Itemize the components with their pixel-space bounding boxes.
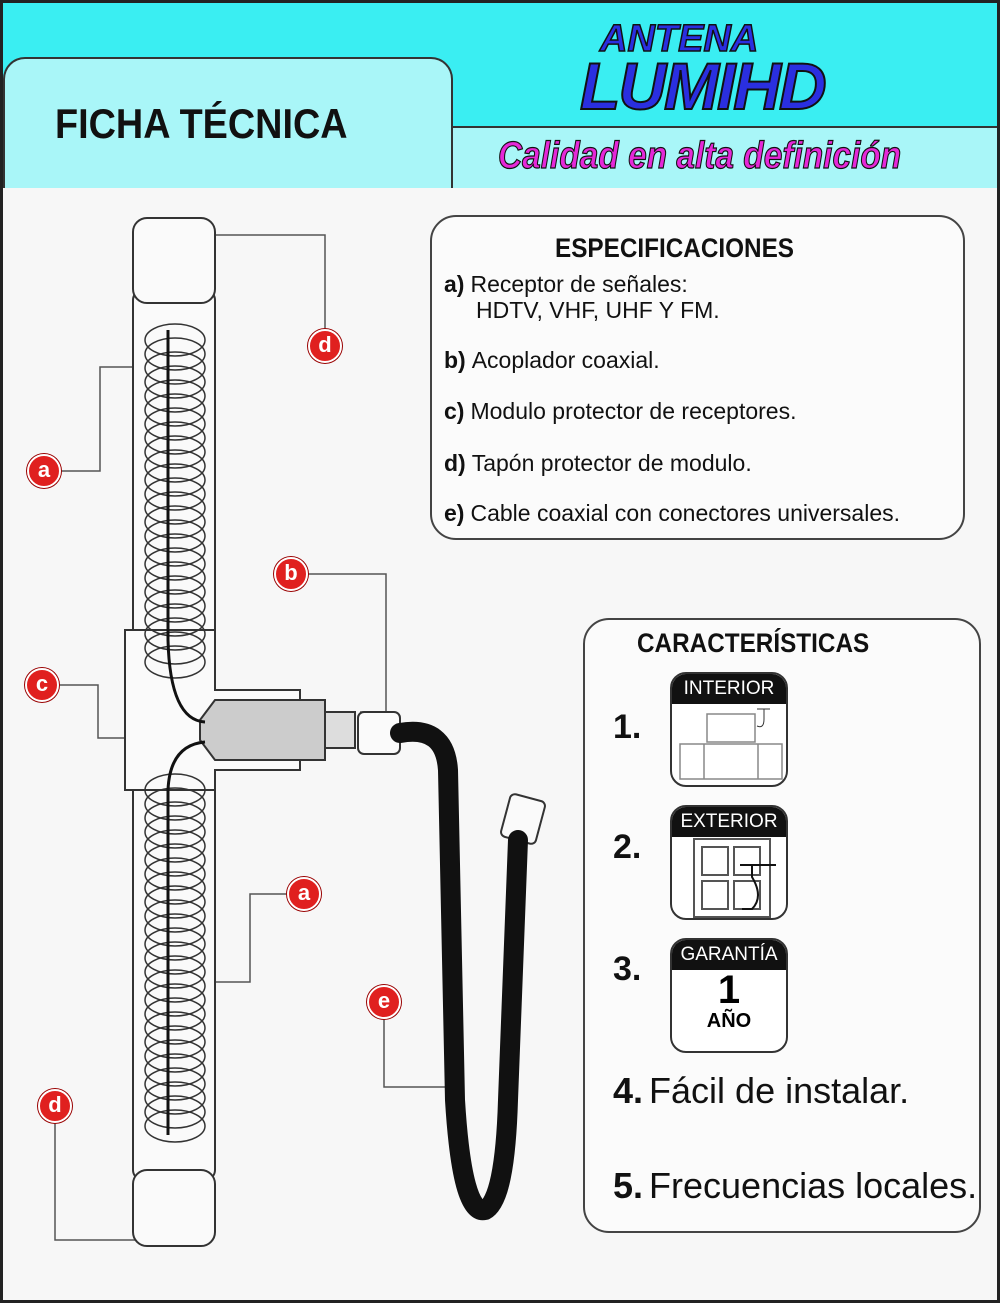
coil-loop [144, 393, 206, 427]
coil-loop [144, 913, 206, 947]
coil-loop [144, 787, 206, 821]
spec-a: a)Receptor de señales: [444, 271, 688, 297]
coil-loop [144, 323, 206, 357]
connector-thread [324, 711, 356, 749]
features-title: CARACTERÍSTICAS [637, 628, 870, 658]
warranty-unit: AÑO [706, 1010, 752, 1032]
leader-lines [54, 234, 448, 1241]
coil-loop [144, 1025, 206, 1059]
coil-loop [144, 603, 206, 637]
bottom-cap [132, 1169, 216, 1247]
specs-title: ESPECIFICACIONES [555, 233, 794, 263]
feature-1-num: 1. [613, 708, 642, 746]
coaxial-coupler [199, 699, 326, 761]
label-a-bottom: a [287, 877, 321, 911]
tagline: Calidad en alta definición [497, 134, 902, 177]
feature-4: 4.Fácil de instalar. [613, 1070, 910, 1111]
interior-icon: INTERIOR [670, 672, 788, 787]
spec-b: b)Acoplador coaxial. [444, 347, 660, 373]
coil-loop [144, 1109, 206, 1143]
spec-e: e)Cable coaxial con conectores universal… [444, 500, 901, 526]
coil-loop [144, 463, 206, 497]
coil-loop [144, 997, 206, 1031]
coil-loop [144, 983, 206, 1017]
coil-loop [144, 505, 206, 539]
coil-loop [144, 561, 206, 595]
label-b: b [274, 557, 308, 591]
coil-loop [144, 617, 206, 651]
features-box: CARACTERÍSTICAS 1. INTERIOR 2. EXTERIOR … [583, 618, 981, 1233]
coil-loop [144, 491, 206, 525]
coil-loop [144, 337, 206, 371]
label-c: c [25, 668, 59, 702]
coil-loop [144, 477, 206, 511]
coil-loop [144, 575, 206, 609]
top-cap [132, 217, 216, 304]
coil-loop [144, 407, 206, 441]
feature-3-num: 3. [613, 950, 642, 988]
page-title: FICHA TÉCNICA [55, 100, 348, 147]
feature-2-num: 2. [613, 828, 642, 866]
coil-loop [144, 1011, 206, 1045]
logo-lumihd: LUMIHD [579, 48, 828, 124]
coil-loop [144, 1095, 206, 1129]
coil-loop [144, 815, 206, 849]
coil-loop [144, 871, 206, 905]
spec-d: d)Tapón protector de modulo. [444, 450, 752, 476]
spec-c: c)Modulo protector de receptores. [444, 398, 797, 424]
coil-loop [144, 379, 206, 413]
coil-loop [144, 435, 206, 469]
coil-loop [144, 773, 206, 807]
coil-loop [144, 351, 206, 385]
coil-loop [144, 1081, 206, 1115]
coil-loop [144, 969, 206, 1003]
coil-loop [144, 829, 206, 863]
coil-loop [144, 449, 206, 483]
coil-loop [144, 885, 206, 919]
coil-loop [144, 927, 206, 961]
coil-loop [144, 1039, 206, 1073]
coil-loop [144, 589, 206, 623]
coil-loop [144, 801, 206, 835]
coil-loop [144, 519, 206, 553]
label-e: e [367, 985, 401, 1019]
feature-5: 5.Frecuencias locales. [613, 1165, 978, 1206]
coil-loop [144, 631, 206, 665]
warranty-value: 1 [717, 968, 741, 1012]
coil-loop [144, 857, 206, 891]
coil-loop [144, 645, 206, 679]
coil-loop [144, 1067, 206, 1101]
coil-loop [144, 421, 206, 455]
coil-loop [144, 955, 206, 989]
spec-a-detail: HDTV, VHF, UHF Y FM. [476, 297, 720, 323]
coil-loop [144, 547, 206, 581]
logo-antena: ANTENA [599, 17, 759, 61]
exterior-icon: EXTERIOR [670, 805, 788, 920]
specifications-box: ESPECIFICACIONES a)Receptor de señales: … [430, 215, 965, 540]
label-d-bottom: d [38, 1089, 72, 1123]
coil-loop [144, 1053, 206, 1087]
label-a-top: a [27, 454, 61, 488]
coil-loop [144, 365, 206, 399]
label-d-top: d [308, 329, 342, 363]
title-tab [3, 57, 453, 188]
coil-loop [144, 533, 206, 567]
tagline-band [450, 126, 997, 188]
coaxial-cable [390, 721, 528, 1221]
coil-loop [144, 843, 206, 877]
coils [144, 323, 206, 1143]
coil-loop [144, 899, 206, 933]
warranty-icon: GARANTÍA 1 AÑO [670, 938, 788, 1053]
coil-loop [144, 941, 206, 975]
